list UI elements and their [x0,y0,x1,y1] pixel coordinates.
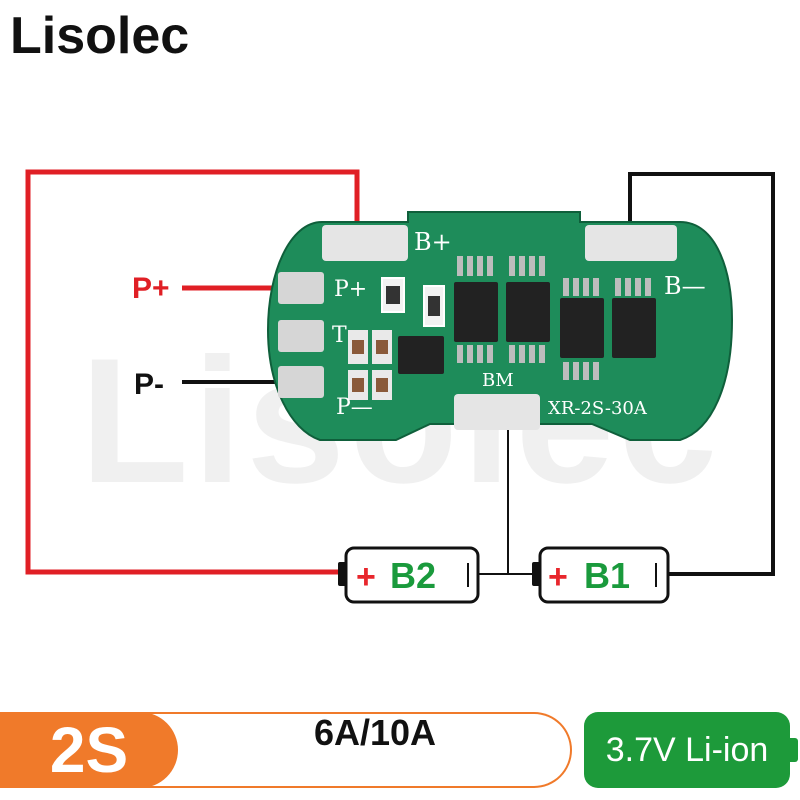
mosfet-chip [454,282,498,342]
battery-b1: + B1 [532,546,670,604]
bms-board: B+ B— P+ T P— BM XR-2S-30A [266,211,734,441]
chemistry-badge: 3.7V Li-ion [584,712,790,788]
p-minus-terminal-label: P- [134,368,164,401]
pad-bm [454,394,540,430]
battery-plus-sign: + [548,558,568,596]
mosfet-chip [506,282,550,342]
pad-t [278,320,324,352]
current-rating: 6A/10A [313,712,437,753]
silk-bm: BM [482,370,514,391]
pad-b-plus [322,225,408,261]
silk-p-plus: P+ [334,277,367,302]
cell-count-badge: 2S [0,712,178,788]
battery-tab-icon [790,738,798,762]
brand-logo: Lisolec [10,7,190,65]
wiring-diagram: B+ B— P+ T P— BM XR-2S-30A P+ P- + B2 + … [25,169,775,604]
silk-b-minus: B— [664,272,706,300]
silk-t: T [332,323,347,348]
mosfet-chip [560,298,604,358]
battery-label-b2: B2 [390,555,436,596]
silk-p-minus: P— [336,395,373,420]
battery-label-b1: B1 [584,555,630,596]
pad-b-minus [585,225,677,261]
battery-b2: + B2 [338,546,480,604]
negative-main-wire [628,172,775,576]
pad-p-plus [278,272,324,304]
control-ic [398,336,444,374]
model-number: XR-2S-30A [548,398,648,419]
p-plus-terminal-label: P+ [132,272,170,305]
battery-plus-sign: + [356,558,376,596]
silk-b-plus: B+ [414,228,452,256]
pad-p-minus [278,366,324,398]
mosfet-chip [612,298,656,358]
positive-main-wire [25,169,360,575]
